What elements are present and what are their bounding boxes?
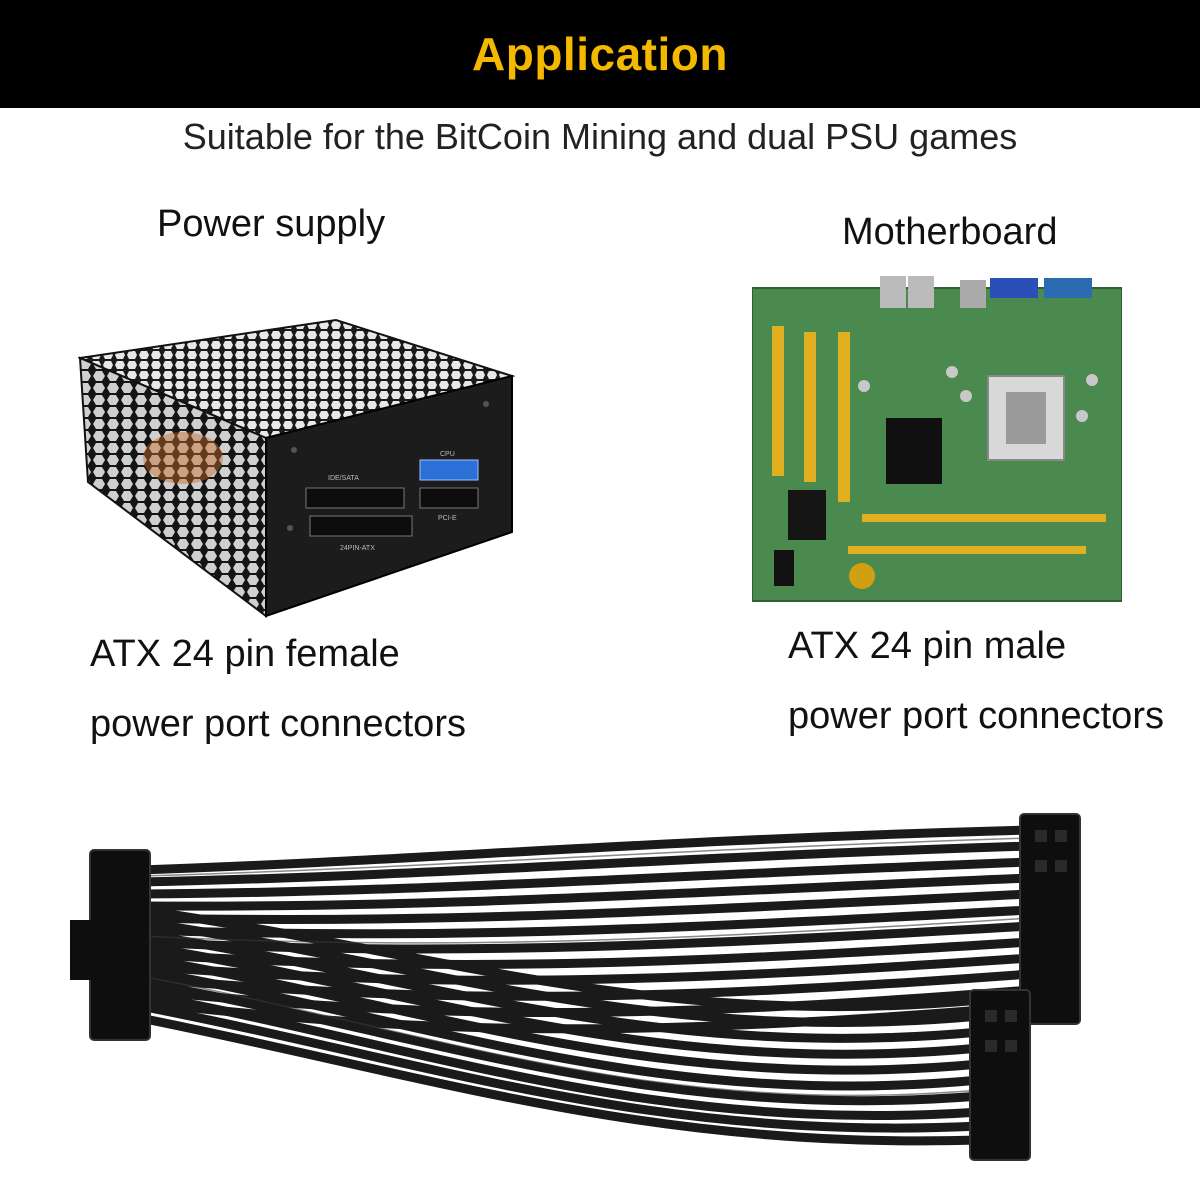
power-supply-desc-line2: power port connectors (90, 703, 466, 745)
subtitle: Suitable for the BitCoin Mining and dual… (182, 116, 1018, 157)
motherboard-desc-line1: ATX 24 pin male (788, 625, 1067, 667)
motherboard-image (752, 276, 1122, 602)
atx-mark: 24PIN-ATX (340, 545, 375, 552)
ide-sata-mark: IDE/SATA (328, 475, 359, 482)
page-title: Application (472, 28, 728, 80)
power-supply-label: Power supply (157, 203, 386, 245)
header-banner: Application (0, 0, 1200, 108)
power-supply-desc-line1: ATX 24 pin female (90, 633, 400, 675)
splitter-cable-image (70, 813, 1081, 1161)
motherboard-label: Motherboard (842, 211, 1058, 253)
power-supply-image: IDE/SATA CPU PCI-E 24PIN-ATX (78, 318, 516, 619)
motherboard-desc-line2: power port connectors (788, 695, 1164, 737)
cpu-mark: CPU (440, 451, 455, 458)
pcie-mark: PCI-E (438, 515, 457, 522)
